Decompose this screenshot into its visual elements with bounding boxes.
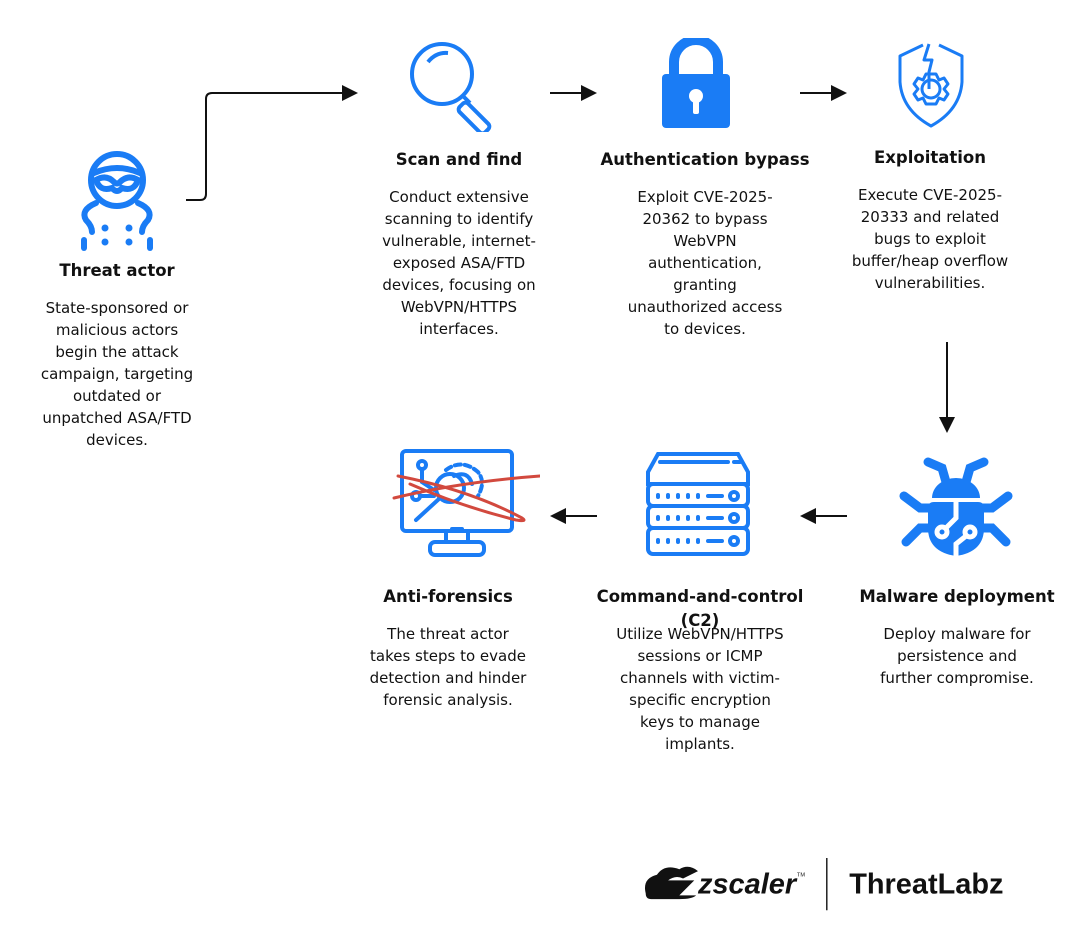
description-line: campaign, targeting [40,365,194,383]
description-line: Deploy malware for [883,625,1031,643]
description-line: WebVPN [673,232,737,250]
description-line: Execute CVE-2025- [858,186,1002,204]
shield-gear-lightning-icon [898,43,964,128]
description-line: forensic analysis. [383,691,513,709]
step-title: Exploitation [873,148,987,167]
svg-text:ThreatLabz: ThreatLabz [849,868,1003,900]
description-line: 20333 and related [860,208,1000,226]
description-line: WebVPN/HTTPS [400,298,518,316]
step-title: Anti-forensics [383,587,513,606]
description-line: persistence and [897,647,1017,665]
description-line: Exploit CVE-2025- [637,188,773,206]
hooded-hacker-icon [81,151,153,251]
description-line: keys to manage [640,713,760,731]
description-line: devices. [86,431,148,449]
svg-text:TM: TM [797,873,805,879]
step-title: Authentication bypass [600,150,810,169]
description-line: State-sponsored or [45,299,189,317]
description-line: malicious actors [55,321,179,339]
step-description: The threat actor takes steps to evade dete… [328,623,568,711]
description-line: detection and hinder [369,669,527,687]
step-title: Command-and-control (C2) [596,587,804,630]
description-line: further compromise. [880,669,1034,687]
step-description: Utilize WebVPN/HTTPS sessions or ICMP chan… [580,623,820,755]
description-line: channels with victim- [620,669,780,687]
description-line: The threat actor [387,625,509,643]
description-line: specific encryption [629,691,771,709]
description-line: Utilize WebVPN/HTTPS [616,625,784,643]
description-line: sessions or ICMP [637,647,763,665]
description-line: granting [673,276,737,294]
step-description: Execute CVE-2025- 20333 and related bugs t… [810,184,1050,294]
description-line: bugs to exploit [874,230,986,248]
description-line: takes steps to evade [370,647,526,665]
bug-icon [899,457,1013,556]
description-line: interfaces. [419,320,499,338]
server-rack-icon [646,452,750,556]
step-title: Threat actor [59,261,175,280]
arrow-threat-to-scan [186,85,358,201]
description-line: vulnerabilities. [874,274,986,292]
step-title: Scan and find [395,150,523,169]
description-line: begin the attack [55,343,179,361]
step-description: Deploy malware for persistence and further… [837,623,1077,689]
zscaler-cloud-logo-icon [644,866,698,900]
crossed-out-forensics-monitor-icon [392,449,540,557]
description-line: authentication, [648,254,762,272]
description-line: outdated or [72,387,162,405]
description-line: unpatched ASA/FTD [42,409,192,427]
description-line: unauthorized access [627,298,783,316]
step-description: Conduct extensive scanning to identify vul… [339,186,579,340]
step-title: Malware deployment [859,587,1055,606]
description-line: scanning to identify [384,210,534,228]
magnifying-glass-icon [410,42,492,132]
description-line: 20362 to bypass [642,210,768,228]
description-line: implants. [665,735,735,753]
description-line: to devices. [664,320,746,338]
description-line: devices, focusing on [382,276,536,294]
zscaler-threatlabz-logo: zscaler TM ThreatLabz [644,858,1003,911]
step-command-and-control: Command-and-control (C2)Utilize WebVPN/H… [580,585,820,755]
description-line: vulnerable, internet- [382,232,536,250]
description-line: Conduct extensive [389,188,529,206]
description-line: exposed ASA/FTD [392,254,526,272]
padlock-icon [662,38,730,128]
step-description: State-sponsored or malicious actors begin … [0,297,237,451]
description-line: buffer/heap overflow [851,252,1009,270]
svg-text:zscaler: zscaler [697,868,798,900]
